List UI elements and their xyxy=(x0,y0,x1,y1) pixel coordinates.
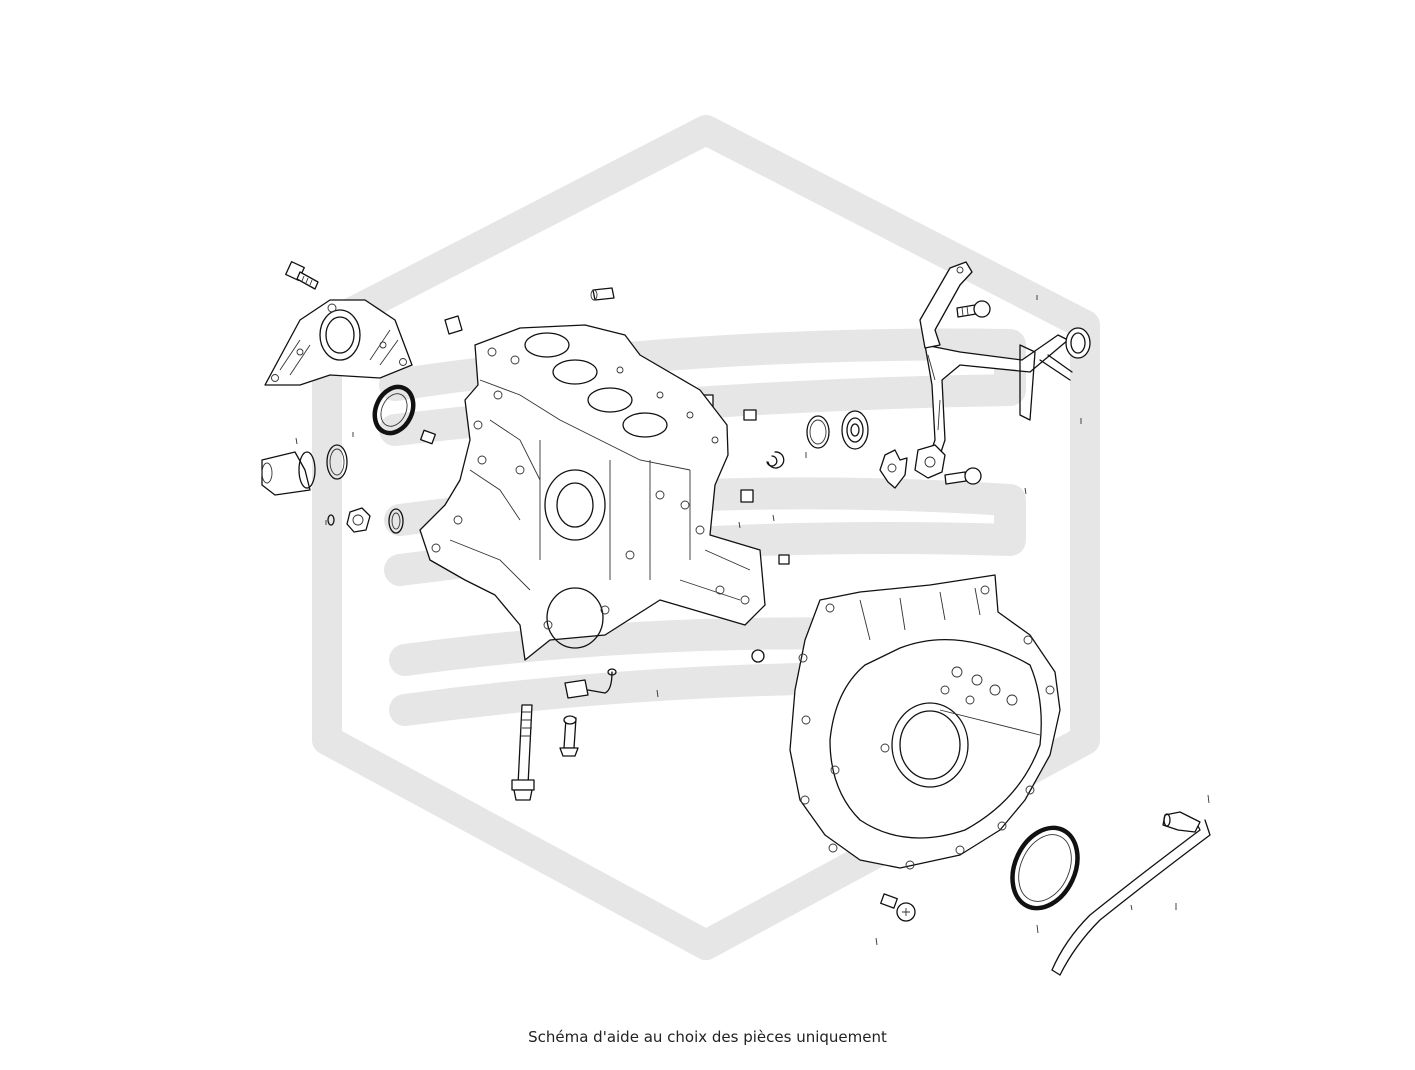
coolant-pipe[interactable] xyxy=(914,327,1091,479)
plug-and-washers[interactable] xyxy=(327,507,404,534)
bolt[interactable] xyxy=(944,467,982,485)
breather-hose[interactable] xyxy=(1051,811,1211,976)
thermostat-flange[interactable] xyxy=(841,410,869,450)
caption: Schéma d'aide au choix des pièces unique… xyxy=(528,1028,887,1046)
o-ring[interactable] xyxy=(326,444,348,480)
bolt[interactable] xyxy=(285,261,319,290)
snap-ring[interactable] xyxy=(766,451,785,469)
dowel-sleeve[interactable] xyxy=(444,315,463,335)
bolt[interactable] xyxy=(956,300,991,318)
bolt[interactable] xyxy=(880,893,916,922)
tick-marks xyxy=(295,295,1210,946)
pipe-bracket[interactable] xyxy=(919,261,973,349)
sensor[interactable] xyxy=(559,715,579,757)
flywheel-housing xyxy=(789,574,1061,870)
small-pin[interactable] xyxy=(420,429,436,445)
bushing[interactable] xyxy=(261,451,316,496)
rear-crank-seal[interactable] xyxy=(1000,817,1090,918)
gasket[interactable] xyxy=(879,449,908,489)
oil-seal-ring[interactable] xyxy=(368,381,421,440)
rear-seal-housing[interactable] xyxy=(264,299,413,386)
engine-block xyxy=(419,324,766,661)
dowel-sleeve-top[interactable] xyxy=(590,287,615,301)
long-bolt[interactable] xyxy=(511,704,535,801)
crank-sensor[interactable] xyxy=(564,668,617,699)
circlip[interactable] xyxy=(806,415,830,449)
